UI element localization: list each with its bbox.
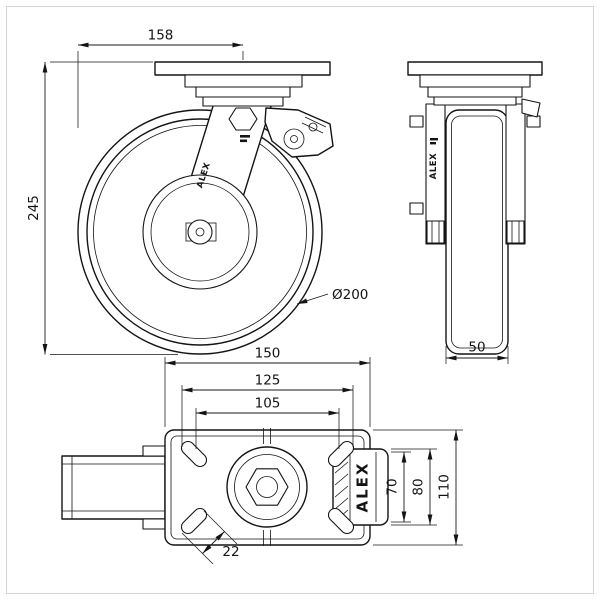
fork-tab-lower [142,518,166,530]
brake-adjust-screw [308,122,318,132]
dimension-diameter-200: Ø200 [296,287,368,305]
dim-70-extension-lines [391,451,411,523]
dim-110-extension-lines [373,429,463,546]
top-plate-front [154,61,331,76]
wheel-top [61,445,166,530]
swivel-plate-front [154,61,331,131]
dim-245-label: 245 [26,195,42,221]
dimension-150: 150 [164,346,371,427]
brake-pedal-top: ALEX [332,448,389,526]
swivel-ring-upper [195,86,291,98]
wheel-top-tread-lines [62,456,165,519]
dim-110-label: 110 [437,474,453,500]
wheel-tread-outer [77,109,323,355]
brand-label-side: ALEX [429,153,439,179]
wheel-side-outline [445,109,509,355]
dim-158-label: 158 [148,28,174,44]
kingpin-bore-top [256,476,278,498]
dimension-80: 80 [391,448,437,526]
dim-22-line [202,531,225,554]
dimension-110: 110 [373,429,463,546]
dim-50-extension-lines [445,346,509,364]
page-border-frame [6,6,594,594]
brake-pivot-outer [283,128,305,150]
fork-bolt-right [526,115,541,128]
wheel-front [77,109,323,355]
boss-outer-circle [226,446,308,528]
axle-nut-left-facets [431,221,440,243]
plate-step-side [419,74,531,88]
dim-d200-label: Ø200 [332,287,368,303]
brake-pedal-panel-lines [349,452,377,522]
swivel-plate-side [407,61,543,106]
dim-22-label: 22 [222,544,239,560]
dim-80-label: 80 [411,478,427,495]
axle-bore [187,219,213,245]
alex-logo-mark [240,135,250,138]
brake-tab-side [521,98,541,118]
brand-label-pedal: ALEX [354,462,372,513]
kingpin-hex-bolt [228,107,258,131]
dim-22-extension-lines [181,510,238,565]
boss-inner-circle [234,454,300,520]
dim-158-extension-lines [77,51,244,128]
side-view: ALEX 50 [407,61,543,364]
dimension-245: 245 [26,61,178,355]
dimension-125: 125 [181,373,354,447]
bolt-slot-bottom-left [180,507,208,535]
dim-125-extension-lines [181,385,354,447]
swivel-ring-lower-side [433,96,517,106]
front-view: ALEX 158 245 Ø200 [26,28,368,355]
brake-pedal-outline-top [332,448,389,526]
dimension-50: 50 [445,340,509,364]
brake-pivot-inner [290,135,298,143]
kingpin-hex-nut-top [245,468,289,506]
dimension-158: 158 [77,28,244,128]
dim-d200-leader [296,293,329,305]
dim-150-extension-lines [164,357,371,427]
top-view: ALEX 150 125 105 22 [61,346,463,565]
dim-125-label: 125 [255,373,281,389]
wheel-top-outline [61,455,166,520]
dim-105-label: 105 [255,396,281,412]
dimension-22: 22 [181,510,240,565]
plate-step [184,74,303,88]
wheel-rim-line [93,125,307,339]
fork-bolts-side [409,98,541,215]
swivel-ring-lower [202,96,284,107]
swivel-ring-upper-side [427,86,523,98]
wheel-tread-inner [86,118,314,346]
dimension-105: 105 [195,396,340,449]
brake-pedal-body [264,107,334,158]
axle-nut-right-facets [511,221,520,243]
brand-logo-side: ALEX [429,138,439,179]
wheel-hub-front [142,174,258,290]
bolt-slot-bottom-right [327,507,355,535]
axle-side [426,220,525,244]
dim-245-extension-lines [50,61,178,355]
alex-logo-mark [240,139,247,143]
dim-70-label: 70 [385,478,401,495]
brake-pedal-ribs [301,116,327,134]
axle-center [195,227,205,237]
fork-tab-upper [142,445,166,457]
alex-logo-mark [430,142,436,145]
brake-lever-front [264,107,334,158]
axle-nut-right [506,220,525,244]
dim-150-label: 150 [255,346,281,362]
plate-center-ticks [263,428,271,546]
fork-bolt-upper [409,115,424,128]
fork-bolt-lower [409,202,424,215]
swivel-boss-top [226,428,308,546]
dim-50-label: 50 [468,340,485,356]
hub-inner [150,182,250,282]
axle-nut-left [426,220,445,244]
dimension-70: 70 [385,451,411,523]
top-plate-side [407,61,543,76]
wheel-side-tread-line [451,115,503,349]
alex-logo-mark [430,138,438,141]
